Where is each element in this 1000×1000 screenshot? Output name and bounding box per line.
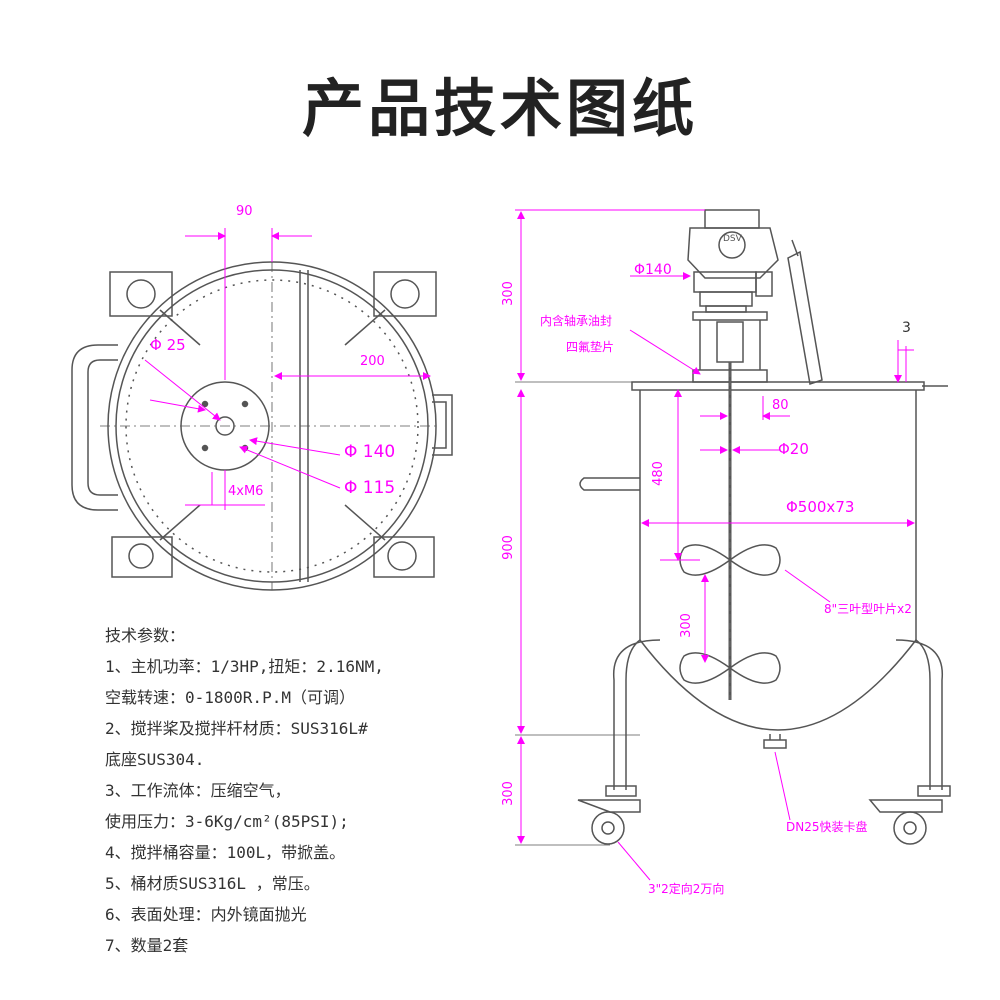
lid-handle <box>787 239 823 385</box>
side-view <box>515 209 951 846</box>
side-dim-d500: Φ500x73 <box>786 498 855 516</box>
lid-dash <box>125 279 419 573</box>
spec-line: 使用压力：3-6Kg/cm²(85PSI); <box>105 812 349 831</box>
tank-lid <box>631 381 925 391</box>
bottom-outlet <box>763 734 787 749</box>
page-title: 产品技术图纸 <box>301 72 698 145</box>
top-view <box>71 261 453 591</box>
top-dim-200: 200 <box>360 354 385 369</box>
spec-line: 1、主机功率：1/3HP,扭矩：2.16NM, <box>105 657 384 676</box>
side-dim-80: 80 <box>772 398 789 413</box>
side-dim-d20: Φ20 <box>778 440 809 458</box>
side-dim-300-top: 300 <box>500 281 516 306</box>
seal-label-2: 四氟垫片 <box>566 340 615 354</box>
handle-right <box>432 394 453 456</box>
top-dim-d115: Φ 115 <box>344 478 396 498</box>
side-view-dimensions <box>515 209 915 881</box>
top-dim-d25: Φ 25 <box>150 336 186 354</box>
mount-plate-tl <box>109 271 201 346</box>
caster-right <box>868 799 943 845</box>
spec-heading: 技术参数： <box>105 626 186 645</box>
impeller-label: 8"三叶型叶片x2 <box>824 602 912 616</box>
side-brand: DSV <box>723 234 742 244</box>
top-dim-bolt: 4xM6 <box>228 484 264 499</box>
mount-plate-br <box>344 504 435 578</box>
handle-left <box>71 344 118 511</box>
spec-line: 底座SUS304. <box>105 750 205 769</box>
impeller-upper <box>679 544 781 576</box>
spec-line: 6、表面处理：内外镜面抛光 <box>105 905 307 924</box>
spec-line: 3、工作流体：压缩空气， <box>105 781 291 800</box>
tank-body <box>639 390 917 731</box>
seal-label-1: 内含轴承油封 <box>540 314 613 328</box>
caster-label: 3"2定向2万向 <box>648 882 725 896</box>
side-dim-900: 900 <box>500 535 516 560</box>
spec-line: 4、搅拌桶容量：100L，带掀盖。 <box>105 843 346 862</box>
side-dim-300-leg: 300 <box>500 781 516 806</box>
side-dim-300-mid: 300 <box>678 613 694 638</box>
spec-line: 2、搅拌桨及搅拌杆材质：SUS316L# <box>105 719 368 738</box>
mount-plate-tr <box>344 271 437 346</box>
side-dim-3: 3 <box>902 320 911 336</box>
side-dim-d140: Φ140 <box>634 262 672 278</box>
spec-list: 技术参数： 1、主机功率：1/3HP,扭矩：2.16NM, 空载转速：0-180… <box>105 620 405 961</box>
top-dim-90: 90 <box>236 204 253 219</box>
top-view-dimensions <box>144 228 431 510</box>
spec-line: 5、桶材质SUS316L ，常压。 <box>105 874 320 893</box>
side-dim-480: 480 <box>650 461 666 486</box>
legs <box>605 639 951 797</box>
top-dim-d140: Φ 140 <box>344 442 396 462</box>
outlet-label: DN25快装卡盘 <box>786 820 868 834</box>
impeller-lower <box>679 652 781 684</box>
caster-left <box>577 799 641 845</box>
spec-line: 7、数量2套 <box>105 936 189 955</box>
air-motor <box>687 209 779 313</box>
side-nozzle <box>579 477 640 491</box>
spec-line: 空载转速：0-1800R.P.M（可调） <box>105 688 355 707</box>
mount-plate-bl <box>111 504 201 578</box>
